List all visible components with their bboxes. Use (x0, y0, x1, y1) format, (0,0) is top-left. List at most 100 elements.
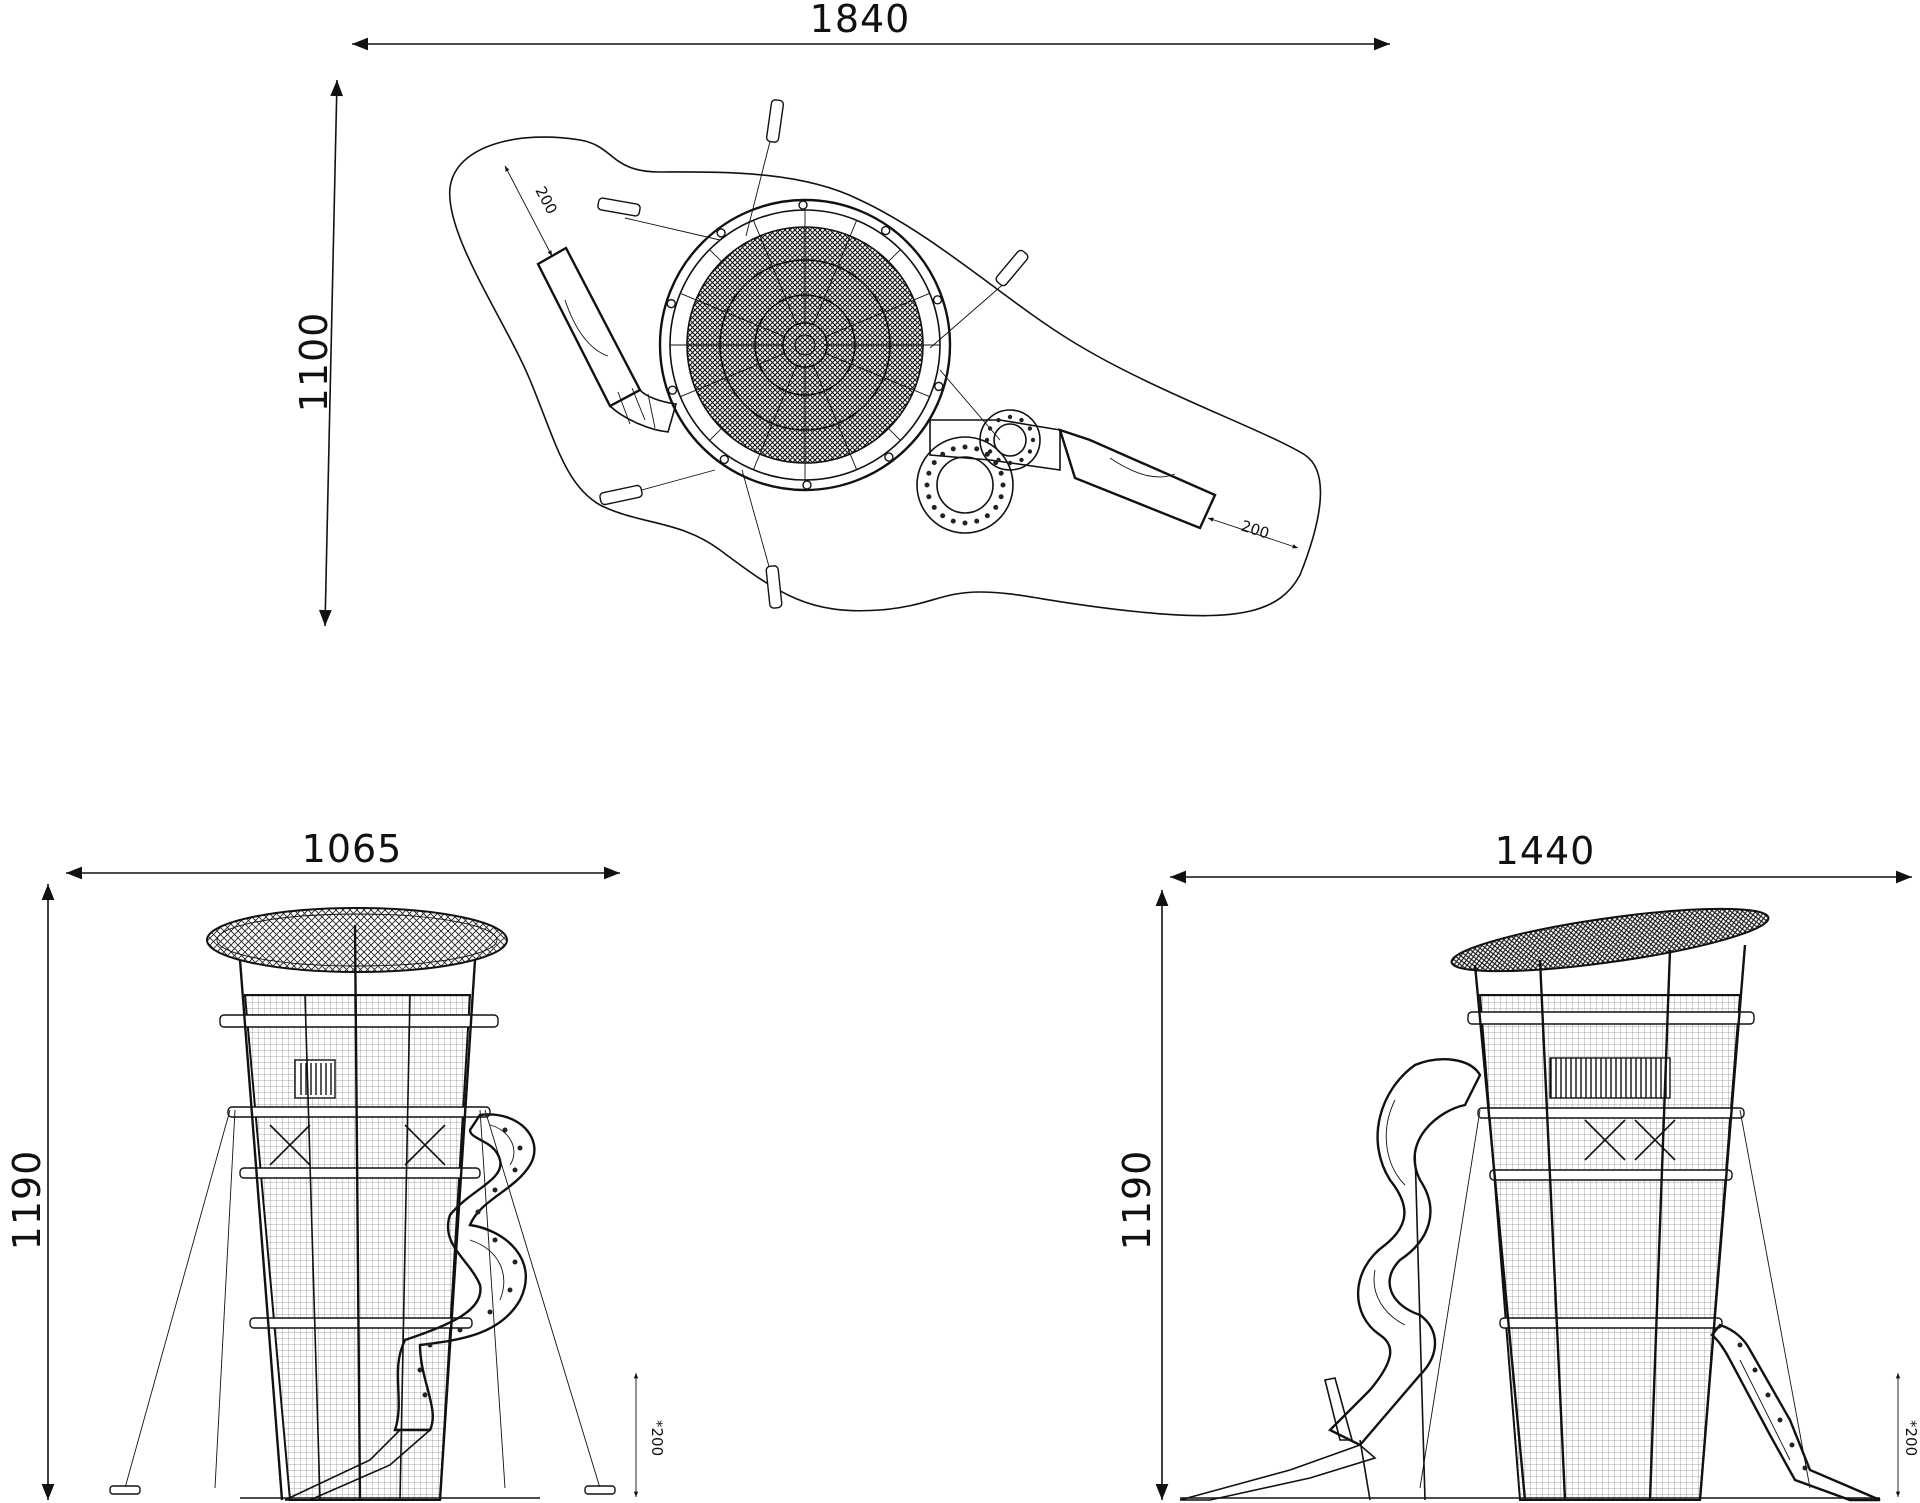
front-view: 1065 1190 *200 (5, 827, 666, 1501)
rim-bracket (716, 228, 726, 238)
plan-height-label: 1100 (292, 312, 336, 413)
side-view: 1440 1190 *200 (1115, 829, 1920, 1502)
side-fall-height-label: *200 (1902, 1420, 1920, 1456)
clearance-right-label: 200 (1239, 517, 1272, 543)
plan-width-label: 1840 (810, 0, 911, 41)
clearance-left-line (504, 165, 553, 257)
clearance-right-line (1207, 517, 1299, 549)
front-height-label: 1190 (5, 1150, 49, 1251)
rim-bracket (798, 200, 808, 210)
plan-height-dimension-line (318, 79, 344, 627)
slide-rivet (926, 470, 932, 476)
plan-slide-right (916, 409, 1217, 534)
slide-rivet (1027, 426, 1033, 431)
slide-rivet (1027, 449, 1033, 454)
slide-rivet (950, 446, 956, 452)
slide-rivet (475, 1209, 481, 1215)
slide-rivet (512, 1259, 518, 1265)
rim-bracket (802, 480, 812, 490)
slide-rivet (502, 1127, 508, 1133)
roof-spoke (813, 220, 858, 325)
slide-rivet (962, 444, 968, 450)
slide-rivet (974, 446, 980, 452)
front-platforms (219, 1014, 499, 1329)
slide-rivet (427, 1342, 433, 1348)
plan-roof-net (658, 198, 952, 492)
front-posts (238, 924, 477, 1501)
side-slide-left (1179, 1058, 1482, 1501)
plan-view: 1840 1100 200 200 (292, 0, 1390, 627)
rim-bracket (884, 452, 894, 462)
slide-rivet (487, 1309, 493, 1315)
spiral-dots (924, 414, 1036, 526)
slide-rivet (984, 437, 990, 443)
rim-bracket (719, 454, 730, 465)
front-spiral-slide (284, 1113, 536, 1501)
rim-bracket (880, 225, 891, 236)
slide-rivet (1765, 1392, 1771, 1398)
rim-bracket (666, 298, 676, 309)
slide-rivet (962, 520, 968, 526)
plan-rim-brackets (666, 200, 944, 490)
ground-anchors (597, 99, 1029, 609)
slide-rivet (950, 518, 956, 524)
front-guy-ropes (109, 1109, 616, 1495)
side-posts (1473, 944, 1747, 1501)
roof-spoke (752, 365, 797, 470)
rim-bracket (667, 385, 678, 395)
slide-rivet (940, 451, 946, 457)
front-roof (206, 907, 508, 973)
slide-rivet (926, 494, 932, 500)
slide-rivet (984, 513, 990, 519)
rim-bracket (934, 381, 944, 392)
slide-rivet (422, 1392, 428, 1398)
plan-slide-left (536, 246, 678, 433)
slide-rivet (931, 504, 937, 510)
slide-rivet (987, 449, 993, 454)
slide-rivet (492, 1237, 498, 1243)
slide-rivet (996, 457, 1001, 463)
slide-rivet (1802, 1465, 1808, 1471)
side-guy-ropes (1419, 1109, 1811, 1489)
slide-rivet (492, 1187, 498, 1193)
roof-spoke (825, 353, 930, 398)
slide-rivet (974, 518, 980, 524)
roof-spoke (709, 249, 790, 330)
slide-rivet (998, 470, 1004, 476)
slide-rivet (1007, 414, 1013, 420)
side-slide-dots (1737, 1342, 1808, 1471)
slide-rivet (457, 1327, 463, 1333)
slide-rivet (1789, 1442, 1795, 1448)
slide-rivet (1007, 460, 1013, 466)
side-height-label: 1190 (1115, 1150, 1159, 1251)
safety-zone-outline (449, 136, 1322, 617)
slide-rivet (931, 460, 937, 466)
roof-spoke (820, 249, 901, 330)
slide-rivet (417, 1367, 423, 1373)
slide-rivet (1030, 437, 1036, 443)
slide-rivet (517, 1145, 523, 1151)
roof-spoke (709, 360, 790, 441)
slide-rivet (1000, 482, 1006, 488)
front-spiral-dots (417, 1127, 523, 1398)
front-fall-height-label: *200 (648, 1420, 666, 1456)
slide-rivet (940, 513, 946, 519)
slide-rivet (1737, 1342, 1743, 1348)
roof-spoke (680, 353, 785, 398)
side-braces (1584, 1119, 1676, 1161)
side-platforms (1467, 1011, 1755, 1329)
clearance-left-label: 200 (531, 183, 560, 217)
slide-rivet (507, 1287, 513, 1293)
slide-rivet (998, 494, 1004, 500)
slide-rivet (924, 482, 930, 488)
slide-rivet (1019, 417, 1024, 423)
side-roof (1450, 907, 1770, 973)
roof-spoke (752, 220, 797, 325)
slide-rivet (996, 417, 1001, 423)
front-braces (269, 1124, 446, 1166)
slide-rivet (1019, 457, 1024, 463)
rim-bracket (932, 295, 943, 305)
side-slide-right (1710, 1323, 1881, 1502)
slide-rivet (987, 426, 993, 431)
